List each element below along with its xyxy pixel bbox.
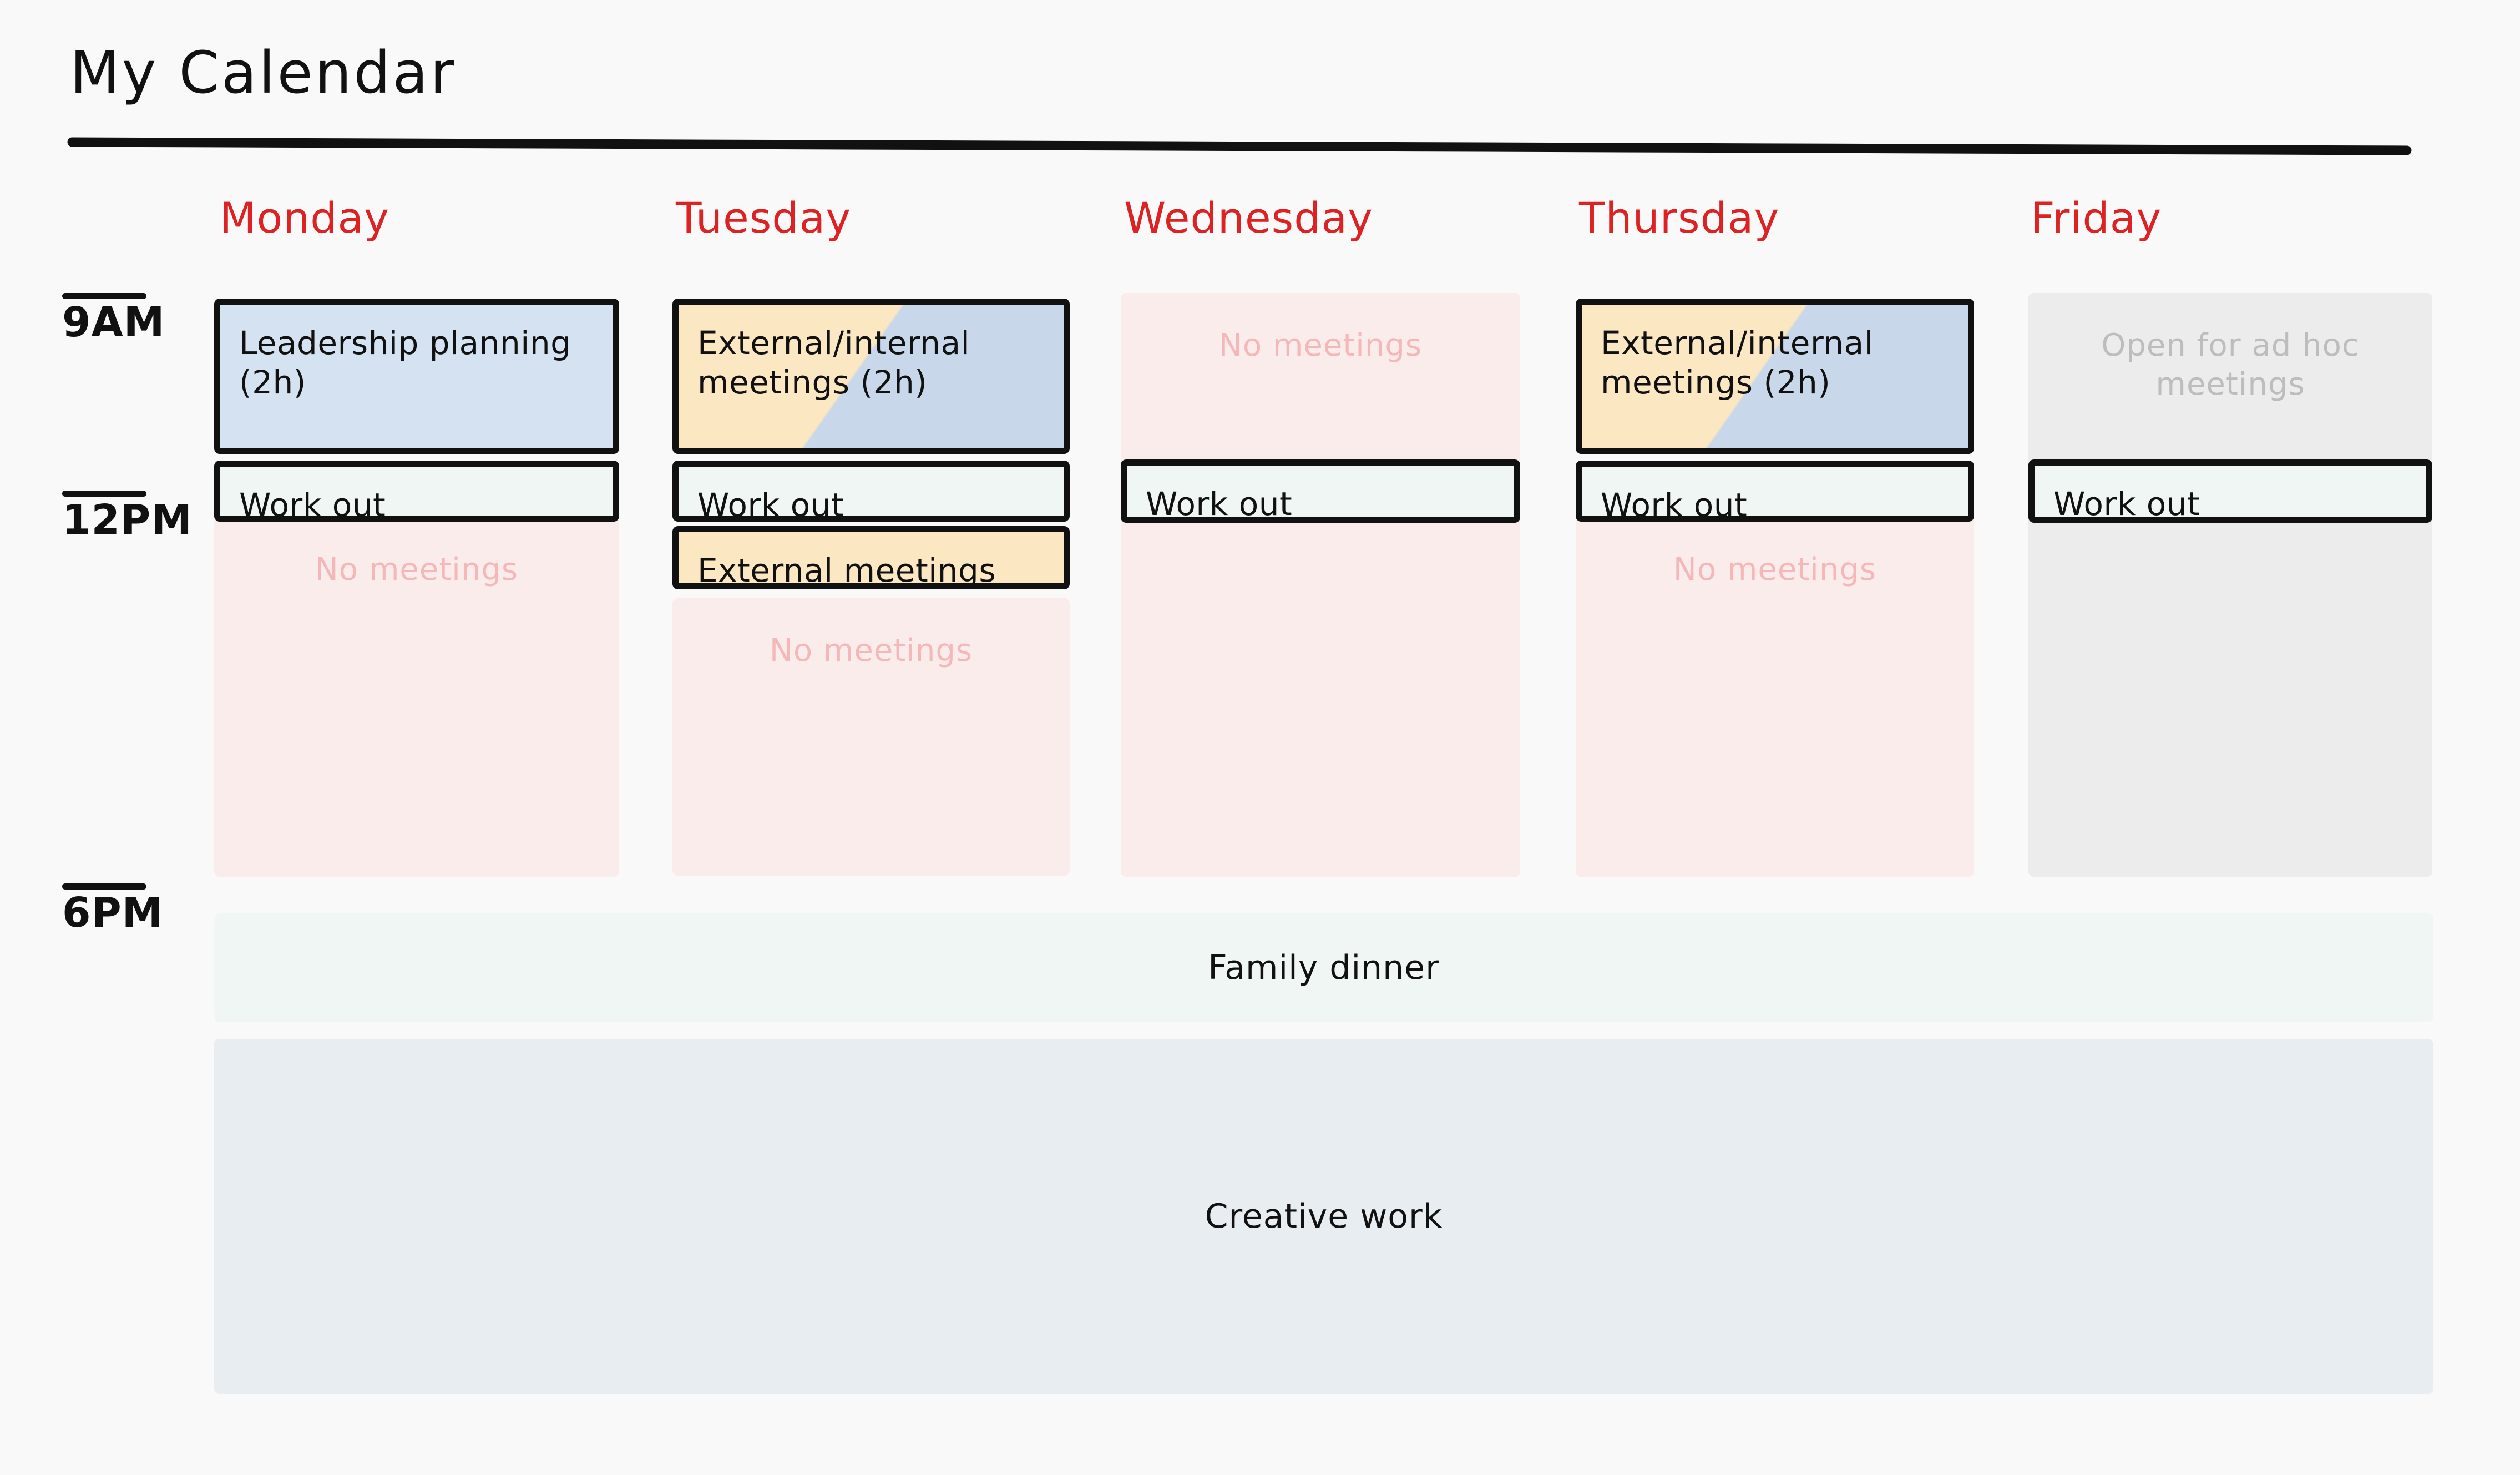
event-label: Work out xyxy=(1601,486,1748,522)
day-header-wednesday[interactable]: Wednesday xyxy=(1124,193,1374,243)
event-friday-work-out[interactable]: Work out xyxy=(2028,459,2432,523)
availability-block-friday[interactable]: Open for ad hoc meetings xyxy=(2028,293,2432,877)
availability-block-wednesday[interactable]: No meetings xyxy=(1121,293,1520,877)
event-tuesday-work-out[interactable]: Work out xyxy=(672,461,1070,522)
day-header-tuesday[interactable]: Tuesday xyxy=(676,193,852,243)
title-underline-stroke xyxy=(67,137,2412,155)
time-tick-line xyxy=(62,491,146,497)
event-thursday-external-internal-meetings[interactable]: External/internal meetings (2h) xyxy=(1576,299,1974,454)
event-background xyxy=(679,305,1064,448)
event-label: External/internal meetings (2h) xyxy=(697,324,970,401)
band-creative-work[interactable]: Creative work xyxy=(214,1039,2433,1394)
event-label: Work out xyxy=(239,486,386,522)
event-thursday-work-out[interactable]: Work out xyxy=(1576,461,1974,522)
event-label: External/internal meetings (2h) xyxy=(1601,324,1874,401)
page-title: My Calendar xyxy=(70,39,456,107)
availability-block-monday[interactable]: No meetings xyxy=(214,517,619,877)
availability-label-monday: No meetings xyxy=(315,552,519,588)
band-label-family-dinner: Family dinner xyxy=(1208,948,1440,987)
day-header-monday[interactable]: Monday xyxy=(220,193,390,243)
time-tick-label: 9AM xyxy=(62,299,165,346)
event-background xyxy=(1582,305,1968,448)
time-tick-label: 6PM xyxy=(62,889,164,937)
event-label: External meetings (1h) xyxy=(697,552,996,589)
band-family-dinner[interactable]: Family dinner xyxy=(214,913,2433,1022)
title-block: My Calendar xyxy=(67,39,2456,161)
availability-label-friday: Open for ad hoc meetings xyxy=(2101,327,2360,402)
event-monday-leadership-planning[interactable]: Leadership planning (2h) xyxy=(214,299,619,454)
event-background xyxy=(220,305,613,448)
event-background xyxy=(679,467,1064,516)
day-header-thursday[interactable]: Thursday xyxy=(1579,193,1780,243)
day-column-tuesday: No meetings External/internal meetings (2… xyxy=(672,293,1070,881)
event-monday-work-out[interactable]: Work out xyxy=(214,461,619,522)
availability-label-wednesday: No meetings xyxy=(1218,327,1423,363)
availability-block-tuesday[interactable]: No meetings xyxy=(672,598,1070,876)
availability-label-thursday: No meetings xyxy=(1673,552,1877,588)
time-tick-label: 12PM xyxy=(62,496,193,544)
event-background xyxy=(679,532,1064,583)
band-label-creative-work: Creative work xyxy=(1205,1197,1443,1236)
event-background xyxy=(2035,466,2426,517)
availability-label-tuesday: No meetings xyxy=(769,633,973,669)
day-column-thursday: No meetings External/internal meetings (2… xyxy=(1576,293,1974,881)
time-tick-line xyxy=(62,293,146,299)
event-wednesday-work-out[interactable]: Work out xyxy=(1121,459,1520,523)
event-background xyxy=(1127,466,1514,517)
availability-block-thursday[interactable]: No meetings xyxy=(1576,517,1974,877)
event-label: Work out xyxy=(697,486,844,522)
event-label: Leadership planning (2h) xyxy=(239,324,571,401)
day-column-monday: No meetings Leadership planning (2h) Work … xyxy=(214,293,619,881)
time-tick-line xyxy=(62,883,146,890)
event-label: Work out xyxy=(1146,485,1293,523)
event-background xyxy=(1582,467,1968,516)
event-tuesday-external-internal-meetings[interactable]: External/internal meetings (2h) xyxy=(672,299,1070,454)
event-tuesday-external-meetings[interactable]: External meetings (1h) xyxy=(672,526,1070,589)
day-header-friday[interactable]: Friday xyxy=(2031,193,2162,243)
event-label: Work out xyxy=(2053,485,2200,523)
event-background xyxy=(220,467,613,516)
